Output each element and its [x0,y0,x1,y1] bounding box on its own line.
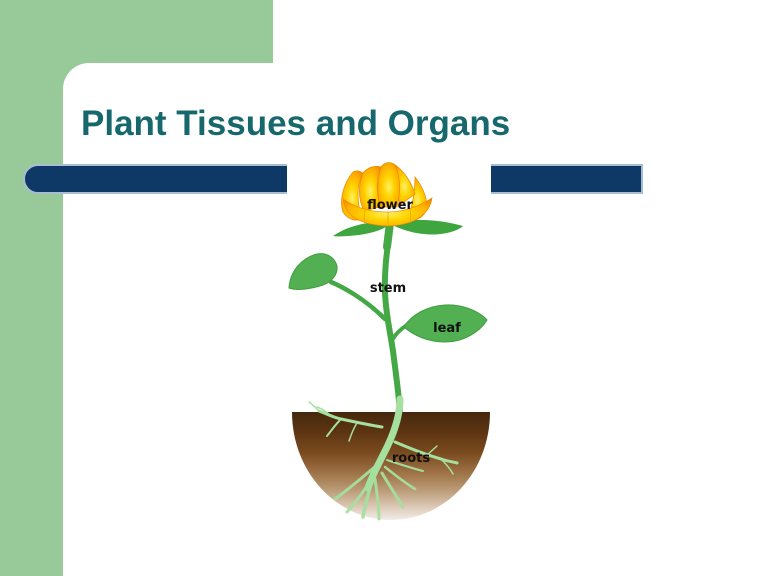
stem-upper-section [383,219,394,251]
left-leaf-illustration [288,253,388,322]
root-twig [326,418,342,437]
left-leaf-petiole [328,279,388,322]
left-leaf-blade [288,253,338,290]
plant-illustration: flower stem leaf roots [288,162,490,521]
root-twig [308,401,320,412]
roots-label: roots [392,451,430,466]
plant-diagram: flower stem leaf roots [287,155,491,530]
leaf-label: leaf [433,321,461,336]
roots-illustration [308,395,459,521]
sepals-illustration [333,219,463,237]
flower-petal-top-middle [377,162,401,208]
left-accent-bar [0,0,63,576]
stem-stalk [381,221,403,416]
root-twig [316,406,333,418]
flower-petal-seams [363,208,412,225]
flower-label: flower [367,198,413,213]
flower-petal-top-left [359,166,382,212]
slide-title: Plant Tissues and Organs [81,104,511,143]
right-leaf-blade [403,304,488,343]
flower-illustration [341,162,433,227]
root-twig [440,458,454,475]
stem-label: stem [370,281,406,296]
right-leaf-illustration [391,304,488,343]
root-twig [426,445,438,456]
soil-illustration [292,412,490,520]
left-sepal [333,222,389,237]
stem-illustration [381,219,403,416]
root-fan [333,459,424,521]
root-twig [348,422,358,442]
right-sepal [389,219,463,235]
